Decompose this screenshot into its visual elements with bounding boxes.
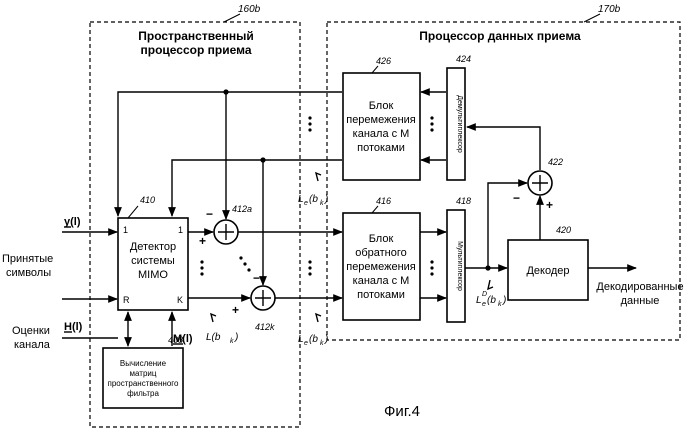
deinterleaver-line4: канала с М	[353, 275, 410, 287]
estimates-line1: Оценки	[12, 325, 50, 337]
interleaver-line2: перемежения	[346, 114, 416, 126]
spatial-region-ref: 160b	[238, 4, 261, 15]
svg-text:L: L	[476, 295, 482, 306]
svg-text:L(b: L(b	[206, 332, 221, 343]
deinterleaver-line2: обратного	[355, 247, 407, 259]
filter-line4: фильтра	[127, 389, 159, 398]
filter-line1: Вычисление	[120, 359, 167, 368]
svg-text:): )	[502, 295, 506, 306]
mimo-port-out1: 1	[178, 225, 183, 235]
svg-text:L: L	[298, 194, 304, 205]
mimo-ref-leader	[128, 206, 138, 218]
sign-422-plus: +	[546, 198, 553, 212]
svg-text:e: e	[304, 200, 308, 207]
svg-text:e: e	[304, 340, 308, 347]
demux-label: Демультиплексор	[456, 95, 463, 153]
demux-ref: 424	[456, 54, 471, 64]
signal-y: y(l)	[64, 216, 81, 228]
filter-computation-block	[103, 348, 183, 408]
svg-text:): )	[324, 334, 328, 345]
svg-text:k: k	[320, 340, 324, 347]
label-le-bk-upper: L e (b k )	[298, 173, 328, 207]
rx-data-title: Процессор данных приема	[419, 29, 581, 43]
svg-text:k: k	[320, 200, 324, 207]
summer-422	[528, 171, 552, 195]
interleaver-ref-leader	[372, 66, 378, 73]
deinterleaver-ref: 416	[376, 196, 391, 206]
filter-line2: матриц	[130, 369, 157, 378]
svg-text:L: L	[298, 334, 304, 345]
received-line2: символы	[6, 267, 51, 279]
svg-text:k: k	[498, 301, 502, 308]
received-line1: Принятые	[2, 253, 53, 265]
mimo-line3: MIMO	[138, 269, 168, 281]
deinterleaver-line1: Блок	[369, 233, 394, 245]
mux-ref: 418	[456, 196, 471, 206]
sign-422-minus: −	[513, 191, 520, 205]
label-l-bk: L(b k )	[206, 314, 238, 345]
label-le-bk-lower: L e (b k )	[298, 314, 328, 347]
summer-412a	[214, 220, 238, 244]
interleaver-line4: потоками	[357, 142, 405, 154]
svg-text:): )	[234, 332, 238, 343]
spatial-title-line2: процессор приема	[140, 43, 251, 57]
signal-m-label: M(l)	[173, 333, 193, 345]
decoder-ref: 420	[556, 225, 571, 235]
label-led-bk: L D e (b k )	[476, 280, 506, 308]
interleaver-line3: канала с М	[353, 128, 410, 140]
svg-text:): )	[324, 194, 328, 205]
mimo-port-in1: 1	[123, 225, 128, 235]
svg-text:(b: (b	[487, 295, 496, 306]
spatial-title-line1: Пространственный	[138, 29, 254, 43]
filter-line3: пространственного	[108, 379, 180, 388]
interleaver-ref: 426	[376, 56, 391, 66]
mimo-line2: системы	[131, 255, 175, 267]
summer-412k-ref: 412k	[255, 322, 275, 332]
sign-412a-plus: +	[199, 234, 206, 248]
figure-caption: Фиг.4	[384, 403, 420, 420]
sign-412k-minus: −	[253, 271, 260, 285]
decoded-line1: Декодированные	[596, 281, 683, 293]
deinterleaver-line5: потоками	[357, 289, 405, 301]
summer-412a-ref: 412a	[232, 204, 252, 214]
decoder-label: Декодер	[526, 265, 569, 277]
svg-text:(b: (b	[309, 334, 318, 345]
signal-h: H(l)	[64, 321, 83, 333]
deinterleaver-ref-leader	[372, 206, 378, 213]
decoded-line2: данные	[621, 295, 660, 307]
svg-text:(b: (b	[309, 194, 318, 205]
rx-region-ref: 170b	[598, 4, 621, 15]
mimo-line1: Детектор	[130, 241, 176, 253]
summer-422-ref: 422	[548, 157, 563, 167]
mimo-ref: 410	[140, 195, 155, 205]
summer-412k	[251, 286, 275, 310]
rx-ref-leader	[584, 14, 600, 22]
mimo-port-k: K	[177, 295, 183, 305]
estimates-line2: канала	[14, 339, 51, 351]
sign-412k-plus: +	[232, 303, 239, 317]
mimo-port-r: R	[123, 295, 130, 305]
interleaver-line1: Блок	[369, 100, 394, 112]
interleaver-block	[343, 73, 420, 180]
svg-text:k: k	[230, 338, 234, 345]
mux-label: Мультиплексор	[456, 241, 463, 291]
sign-412a-minus: −	[206, 207, 213, 221]
svg-text:e: e	[482, 301, 486, 308]
deinterleaver-line3: перемежения	[346, 261, 416, 273]
spatial-ref-leader	[224, 14, 240, 22]
